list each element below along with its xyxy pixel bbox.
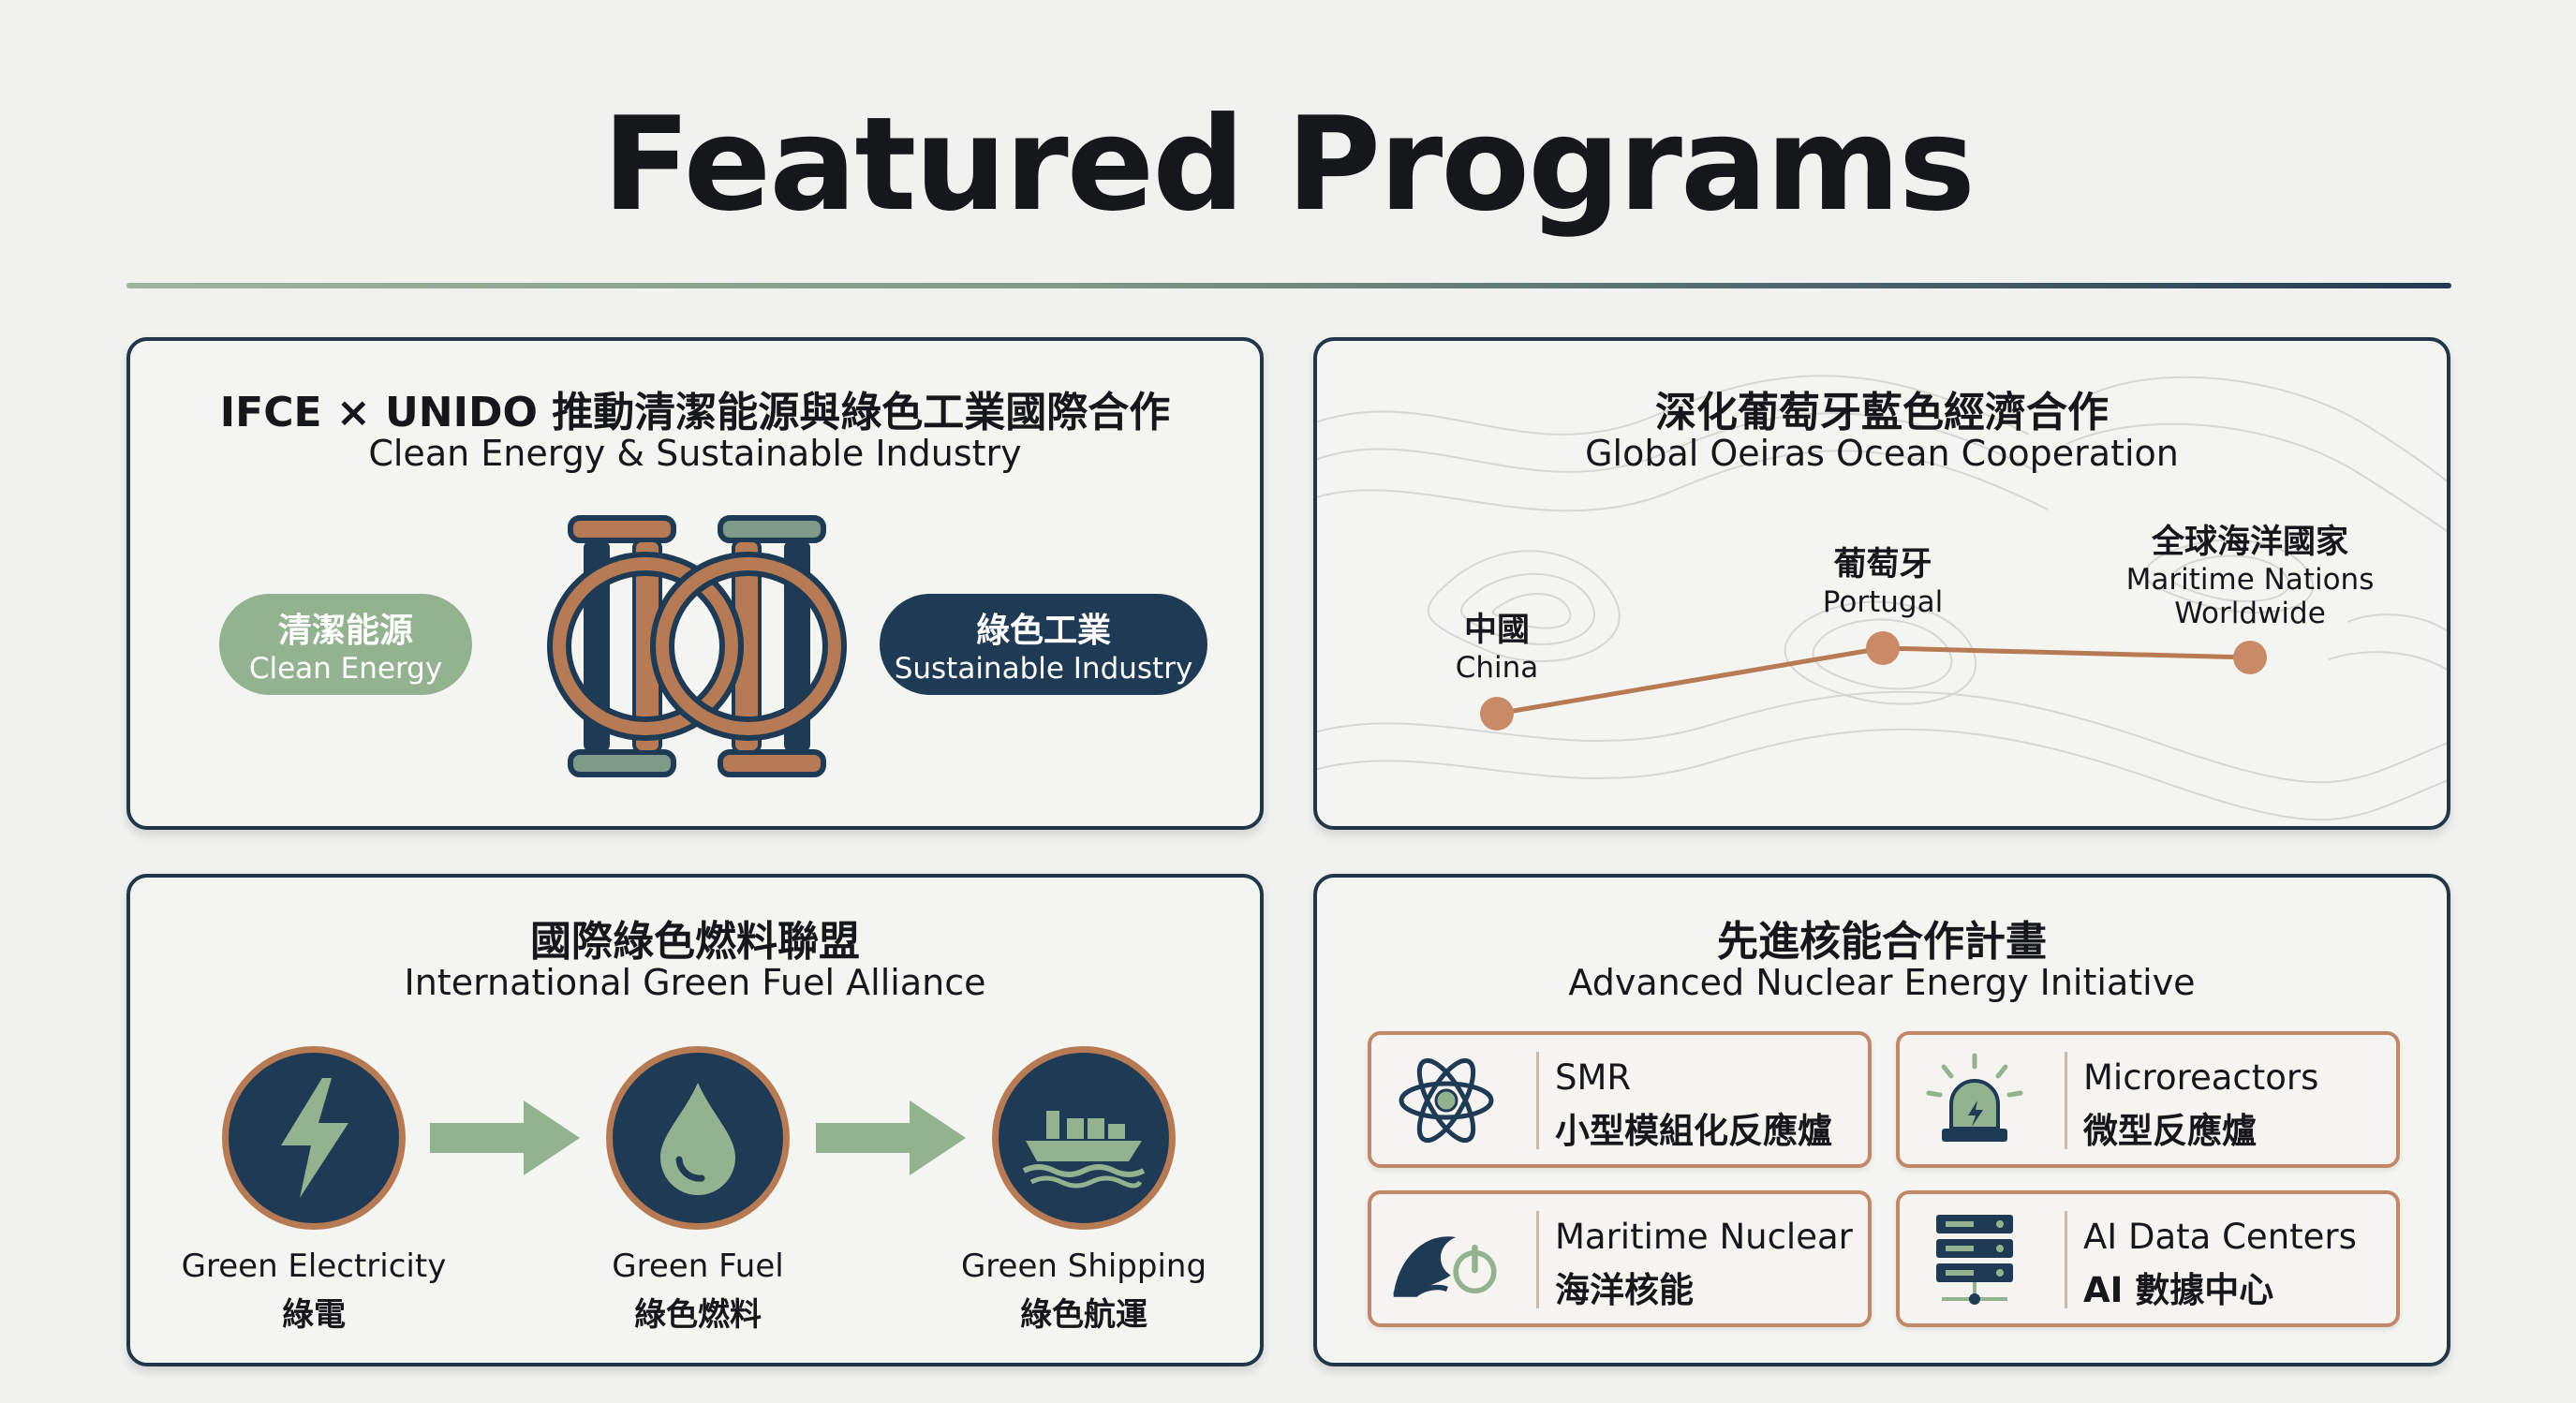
wave-power-icon	[1393, 1236, 1497, 1297]
nuclear-item-microreactors: Microreactors 微型反應爐	[1896, 1031, 2400, 1168]
card-title-en: International Green Fuel Alliance	[404, 962, 986, 1003]
item-divider	[1536, 1052, 1539, 1149]
item-divider	[2065, 1052, 2067, 1149]
card-ocean-cooperation: 深化葡萄牙藍色經濟合作 Global Oeiras Ocean Cooperat…	[1313, 337, 2450, 830]
lightning-icon	[281, 1078, 348, 1198]
nuclear-item-cn: 小型模組化反應爐	[1555, 1111, 1832, 1151]
nuclear-item-cn: 微型反應爐	[2083, 1111, 2257, 1151]
interlinked-rings-icon	[547, 515, 847, 777]
nuclear-item-maritime: Maritime Nuclear 海洋核能	[1368, 1190, 1872, 1327]
atom-icon	[1399, 1057, 1494, 1144]
step-label-en: Green Fuel	[612, 1248, 784, 1285]
sustainable-industry-pill: 綠色工業 Sustainable Industry	[880, 594, 1207, 695]
nuclear-item-en: Microreactors	[2083, 1057, 2319, 1098]
step-label-en: Green Electricity	[181, 1248, 447, 1285]
map-label-cn: 葡萄牙	[1833, 546, 1932, 583]
step-label-cn: 綠色航運	[1020, 1296, 1147, 1334]
card-title-cn: IFCE × UNIDO 推動清潔能源與綠色工業國際合作	[219, 389, 1171, 436]
nuclear-item-en: SMR	[1555, 1057, 1632, 1098]
step-label-green-fuel: Green Fuel 綠色燃料	[548, 1248, 848, 1335]
map-label-cn: 全球海洋國家	[2151, 524, 2348, 561]
arrow-right-icon	[816, 1100, 966, 1175]
map-label-en-2: Worldwide	[2174, 597, 2326, 630]
nuclear-item-ai-data-centers: AI Data Centers AI 數據中心	[1896, 1190, 2400, 1327]
card-green-fuel: 國際綠色燃料聯盟 International Green Fuel Allian…	[126, 874, 1264, 1366]
map-label-portugal: 葡萄牙 Portugal	[1780, 538, 1986, 619]
step-label-green-shipping: Green Shipping 綠色航運	[934, 1248, 1234, 1335]
map-label-worldwide: 全球海洋國家 Maritime Nations Worldwide	[2110, 515, 2391, 630]
nuclear-item-en: Maritime Nuclear	[1555, 1217, 1853, 1257]
pill-label-cn: 綠色工業	[975, 612, 1111, 650]
green-fuel-circle	[606, 1046, 790, 1230]
map-label-china: 中國 China	[1403, 603, 1591, 685]
card-title-en: Clean Energy & Sustainable Industry	[368, 433, 1022, 474]
step-label-cn: 綠電	[282, 1296, 346, 1334]
card-title-en: Global Oeiras Ocean Cooperation	[1585, 433, 2179, 474]
map-label-en: Maritime Nations	[2125, 563, 2375, 597]
nuclear-item-cn: AI 數據中心	[2083, 1270, 2274, 1310]
step-label-en: Green Shipping	[960, 1248, 1207, 1285]
map-label-en: Portugal	[1822, 585, 1944, 619]
card-clean-energy: IFCE × UNIDO 推動清潔能源與綠色工業國際合作 Clean Energ…	[126, 337, 1264, 830]
droplet-icon	[660, 1083, 735, 1195]
step-label-green-electricity: Green Electricity 綠電	[164, 1248, 464, 1335]
alarm-light-icon	[1926, 1053, 2023, 1142]
nuclear-item-smr: SMR 小型模組化反應爐	[1368, 1031, 1872, 1168]
green-electricity-circle	[222, 1046, 406, 1230]
arrow-right-icon	[430, 1100, 580, 1175]
item-divider	[2065, 1211, 2067, 1308]
server-icon	[1936, 1215, 2013, 1305]
nuclear-item-cn: 海洋核能	[1555, 1270, 1694, 1310]
map-point-portugal	[1866, 631, 1900, 665]
card-title-cn: 深化葡萄牙藍色經濟合作	[1655, 389, 2109, 436]
card-advanced-nuclear: 先進核能合作計畫 Advanced Nuclear Energy Initiat…	[1313, 874, 2450, 1366]
map-point-worldwide	[2233, 641, 2267, 674]
card-title-cn: 國際綠色燃料聯盟	[530, 918, 860, 966]
title-divider	[126, 283, 2451, 288]
card-title-en: Advanced Nuclear Energy Initiative	[1568, 962, 2196, 1003]
pill-label-en: Clean Energy	[248, 652, 443, 686]
topographic-map-background	[1317, 375, 2447, 821]
map-label-cn: 中國	[1463, 612, 1530, 649]
page-title: Featured Programs	[602, 89, 1976, 240]
map-point-china	[1480, 697, 1514, 731]
pill-label-cn: 清潔能源	[277, 612, 413, 650]
item-divider	[1536, 1211, 1539, 1308]
green-shipping-circle	[992, 1046, 1176, 1230]
step-label-cn: 綠色燃料	[634, 1296, 762, 1334]
pill-label-en: Sustainable Industry	[894, 652, 1193, 686]
route-line	[1480, 631, 2267, 731]
nuclear-item-en: AI Data Centers	[2083, 1217, 2357, 1257]
ship-icon	[1022, 1111, 1146, 1189]
card-title-cn: 先進核能合作計畫	[1717, 918, 2047, 966]
clean-energy-pill: 清潔能源 Clean Energy	[219, 594, 472, 695]
map-label-en: China	[1455, 651, 1539, 685]
